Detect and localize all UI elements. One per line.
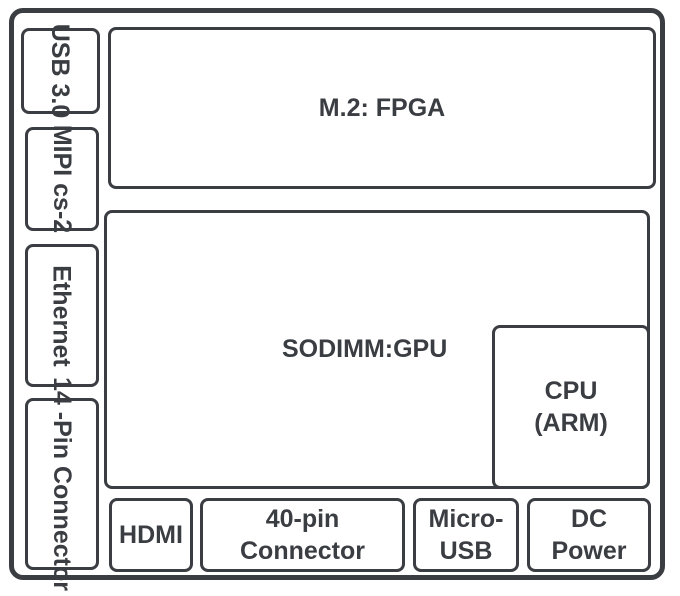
40-pin-connector-block: 40-pin Connector: [200, 498, 405, 572]
usb-3-port-block: USB 3.0: [21, 24, 100, 118]
dc-power-label: DC Power: [551, 504, 627, 566]
mipi-cs2-label: MIPI cs-2: [48, 124, 76, 234]
sodimm-gpu-label: SODIMM:GPU: [282, 335, 448, 363]
ethernet-label: Ethernet: [48, 264, 76, 367]
micro-usb-port-block: Micro- USB: [413, 498, 519, 572]
40-pin-connector-label: 40-pin Connector: [240, 504, 365, 566]
hdmi-port-block: HDMI: [109, 498, 193, 572]
cpu-arm-label: CPU (ARM): [534, 376, 608, 438]
14-pin-connector-block: 14 -Pin Connector: [25, 377, 99, 591]
mipi-cs2-port-block: MIPI cs-2: [25, 124, 99, 234]
m2-fpga-label: M.2: FPGA: [318, 93, 446, 122]
dc-power-block: DC Power: [527, 498, 651, 572]
m2-fpga-block: M.2: FPGA: [108, 27, 656, 189]
usb-3-label: USB 3.0: [46, 23, 75, 119]
14-pin-connector-label: 14 -Pin Connector: [48, 377, 77, 591]
ethernet-port-block: Ethernet: [25, 244, 99, 387]
micro-usb-label: Micro- USB: [428, 504, 504, 566]
cpu-arm-block: CPU (ARM): [492, 325, 650, 489]
hdmi-label: HDMI: [119, 520, 183, 549]
